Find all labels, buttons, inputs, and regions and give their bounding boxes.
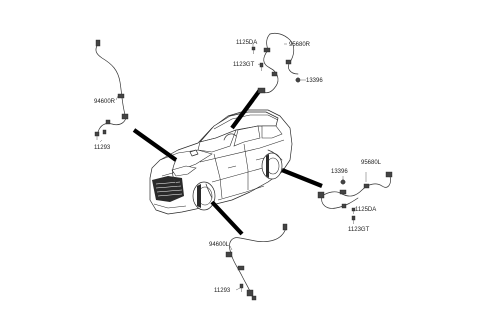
- label-11293-bottom: 11293: [214, 288, 231, 294]
- label-95680l: 95680L: [361, 160, 382, 166]
- bolt-icon: [351, 207, 356, 214]
- label-94600r: 94600R: [94, 99, 116, 105]
- label-1123gt-right: 1123GT: [348, 227, 370, 233]
- clip-icon: [295, 77, 301, 83]
- bolt-icon: [251, 46, 256, 54]
- bolt-icon: [102, 129, 107, 135]
- bolt-icon: [239, 283, 244, 292]
- connector-icon: [263, 47, 271, 53]
- rear-right-sensor-group: 1125DA 1123GT 95680R 13396: [233, 32, 323, 94]
- bolt-icon: [351, 215, 356, 224]
- connector-icon: [95, 39, 101, 47]
- front-left-sensor-group: 94600L 11293: [209, 223, 288, 301]
- rear-left-sensor-group: 13396 95680L 1125DA 1123GT: [317, 160, 393, 233]
- front-right-sensor-group: 94600R 11293: [94, 39, 129, 151]
- connector-icon: [317, 191, 325, 199]
- bolt-icon: [251, 295, 257, 301]
- label-1125da-right: 1125DA: [355, 207, 376, 213]
- connector-icon: [282, 223, 288, 231]
- callout-front-right: [132, 128, 178, 162]
- label-95680r: 95680R: [289, 42, 311, 48]
- vehicle-illustration: [149, 109, 293, 215]
- callout-rear-right: [230, 88, 262, 130]
- label-1125da-top: 1125DA: [236, 40, 257, 46]
- label-11293-left: 11293: [94, 145, 111, 151]
- callout-lines: [132, 88, 323, 236]
- label-94600l: 94600L: [209, 242, 230, 248]
- callout-rear-left: [281, 168, 323, 188]
- bolt-icon: [259, 62, 264, 71]
- label-13396-right: 13396: [331, 169, 348, 175]
- label-1123gt-top: 1123GT: [233, 62, 255, 68]
- callout-front-left: [210, 200, 244, 236]
- label-13396-top: 13396: [306, 78, 323, 84]
- clip-icon: [340, 179, 346, 185]
- bolt-icon: [94, 131, 100, 140]
